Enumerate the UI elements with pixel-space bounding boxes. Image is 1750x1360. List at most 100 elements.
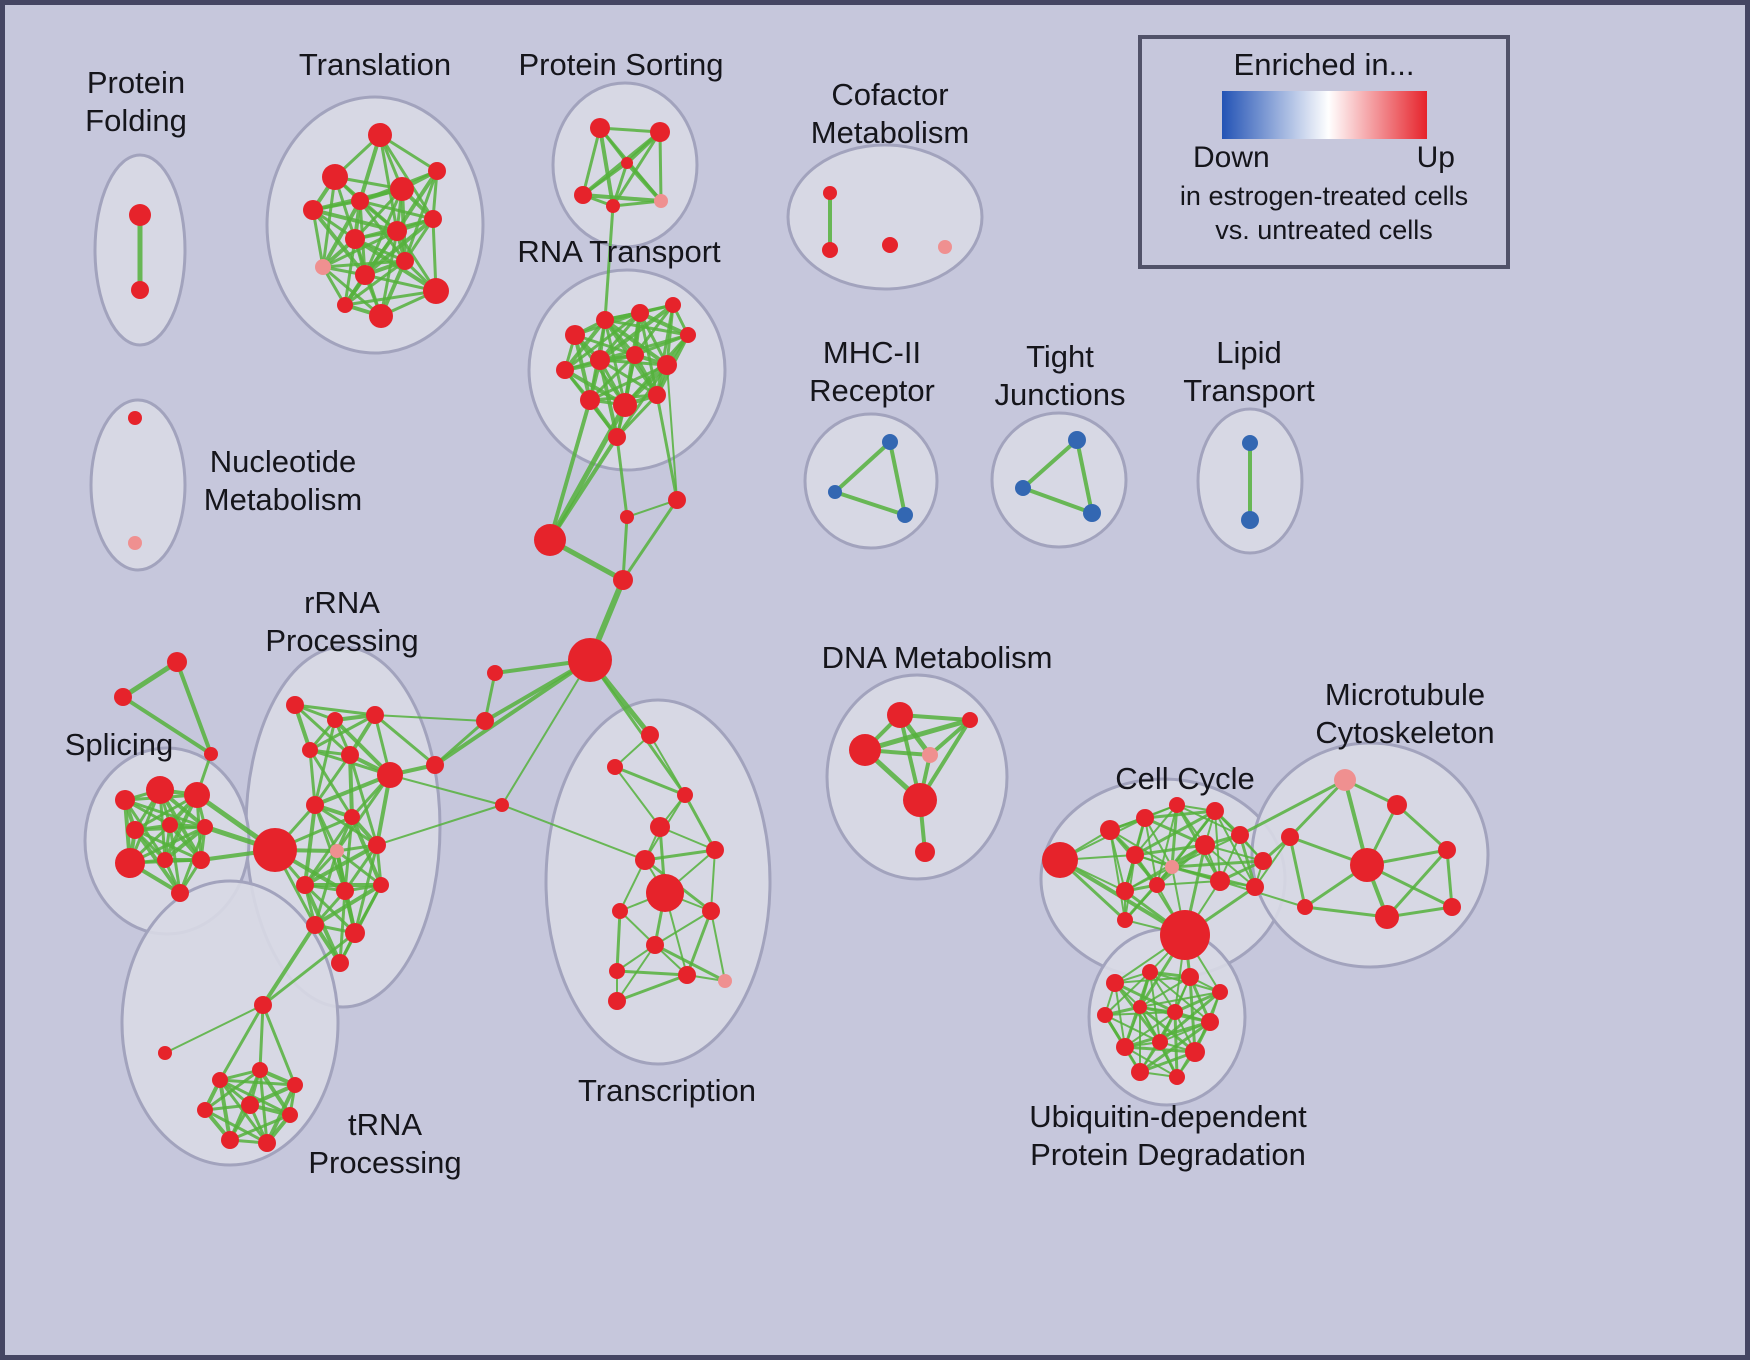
node-c16 [1117,912,1133,928]
node-h8 [426,756,444,774]
edge [611,199,663,208]
edge [501,804,646,861]
node-tn8 [258,1134,276,1152]
edge [833,440,892,494]
edge [343,815,354,893]
node-r13 [336,882,354,900]
cluster-nucleotide-metabolism-ellipse [89,398,187,572]
node-x2 [114,688,132,706]
node-c6 [1126,846,1144,864]
node-t3 [303,200,323,220]
edge [261,931,357,1007]
edge [603,204,615,322]
node-ps2 [650,122,670,142]
node-mh1 [882,434,898,450]
node-cf2 [822,242,838,258]
node-h1 [534,524,566,556]
edge [321,229,399,269]
edge [1124,844,1206,892]
edge [501,659,591,806]
edge [313,718,337,807]
edge [1133,809,1217,857]
node-d6 [915,842,935,862]
node-u4 [1212,984,1228,1000]
edge [563,311,642,372]
node-c11 [1116,882,1134,900]
cluster-protein-folding-label: Protein [87,65,185,100]
edge [261,923,317,1007]
edge [343,259,407,307]
cluster-mhc-ii-receptor-label: MHC-II [823,335,921,370]
node-cf1 [823,186,837,200]
node-r16 [345,923,365,943]
edge [228,1113,292,1142]
node-d3 [849,734,881,766]
edge [643,848,717,862]
node-nm2 [128,536,142,550]
edge [378,133,399,233]
node-mh3 [897,507,913,523]
node-t13 [423,278,449,304]
edge [928,718,972,757]
edge [218,1078,232,1142]
edge [613,765,687,797]
edge [308,748,317,807]
edge [1445,848,1454,909]
cluster-rrna-processing-label: rRNA [304,585,380,620]
edge [1204,844,1264,862]
edge [303,815,354,887]
node-c2 [1100,820,1120,840]
edge [621,498,679,582]
node-c15 [1160,910,1210,960]
node-rt12 [648,386,666,404]
node-rt7 [590,350,610,370]
node-tr1 [641,726,659,744]
node-ps4 [606,199,620,213]
cluster-tight-junctions-label: Junctions [995,377,1126,412]
node-u1 [1106,974,1124,992]
node-mt7 [1375,905,1399,929]
node-tr12 [678,966,696,984]
node-c12 [1149,877,1165,893]
node-u6 [1133,1000,1147,1014]
node-r6 [377,762,403,788]
node-cf4 [938,240,952,254]
node-tr10 [646,936,664,954]
edge [348,753,379,847]
edge [598,311,642,362]
node-tr11 [609,963,625,979]
node-tr9 [612,903,628,919]
node-ps5 [654,194,668,208]
edge [615,973,689,1003]
cluster-cofactor-metabolism-label: Cofactor [831,77,948,112]
node-r5 [341,746,359,764]
node-tr7 [646,874,684,912]
cluster-microtubule-cytoskeleton-label: Microtubule [1325,677,1485,712]
edge [433,658,592,767]
cluster-rna-transport-ellipse [527,268,727,472]
node-tr14 [608,992,626,1010]
node-u2 [1142,964,1158,980]
edge [1238,778,1347,837]
edge [1124,1046,1178,1078]
edge [888,440,907,517]
edge [1155,843,1207,887]
edge [1219,880,1306,908]
node-h7 [476,712,494,730]
node-mt8 [1443,898,1461,916]
edge [1149,971,1161,1043]
node-ps6 [621,157,633,169]
edge [261,1003,297,1087]
edge [1143,809,1217,820]
edge [1173,990,1222,1014]
cluster-cell-cycle-label: Cell Cycle [1115,761,1255,796]
node-t15 [337,297,353,313]
edge [335,849,383,887]
legend-caption-line2: vs. untreated cells [1215,215,1433,245]
node-ps3 [574,186,592,204]
node-u3 [1181,968,1199,986]
edge [833,490,907,517]
edge [683,793,717,852]
node-s3 [184,782,210,808]
edge [588,363,669,402]
